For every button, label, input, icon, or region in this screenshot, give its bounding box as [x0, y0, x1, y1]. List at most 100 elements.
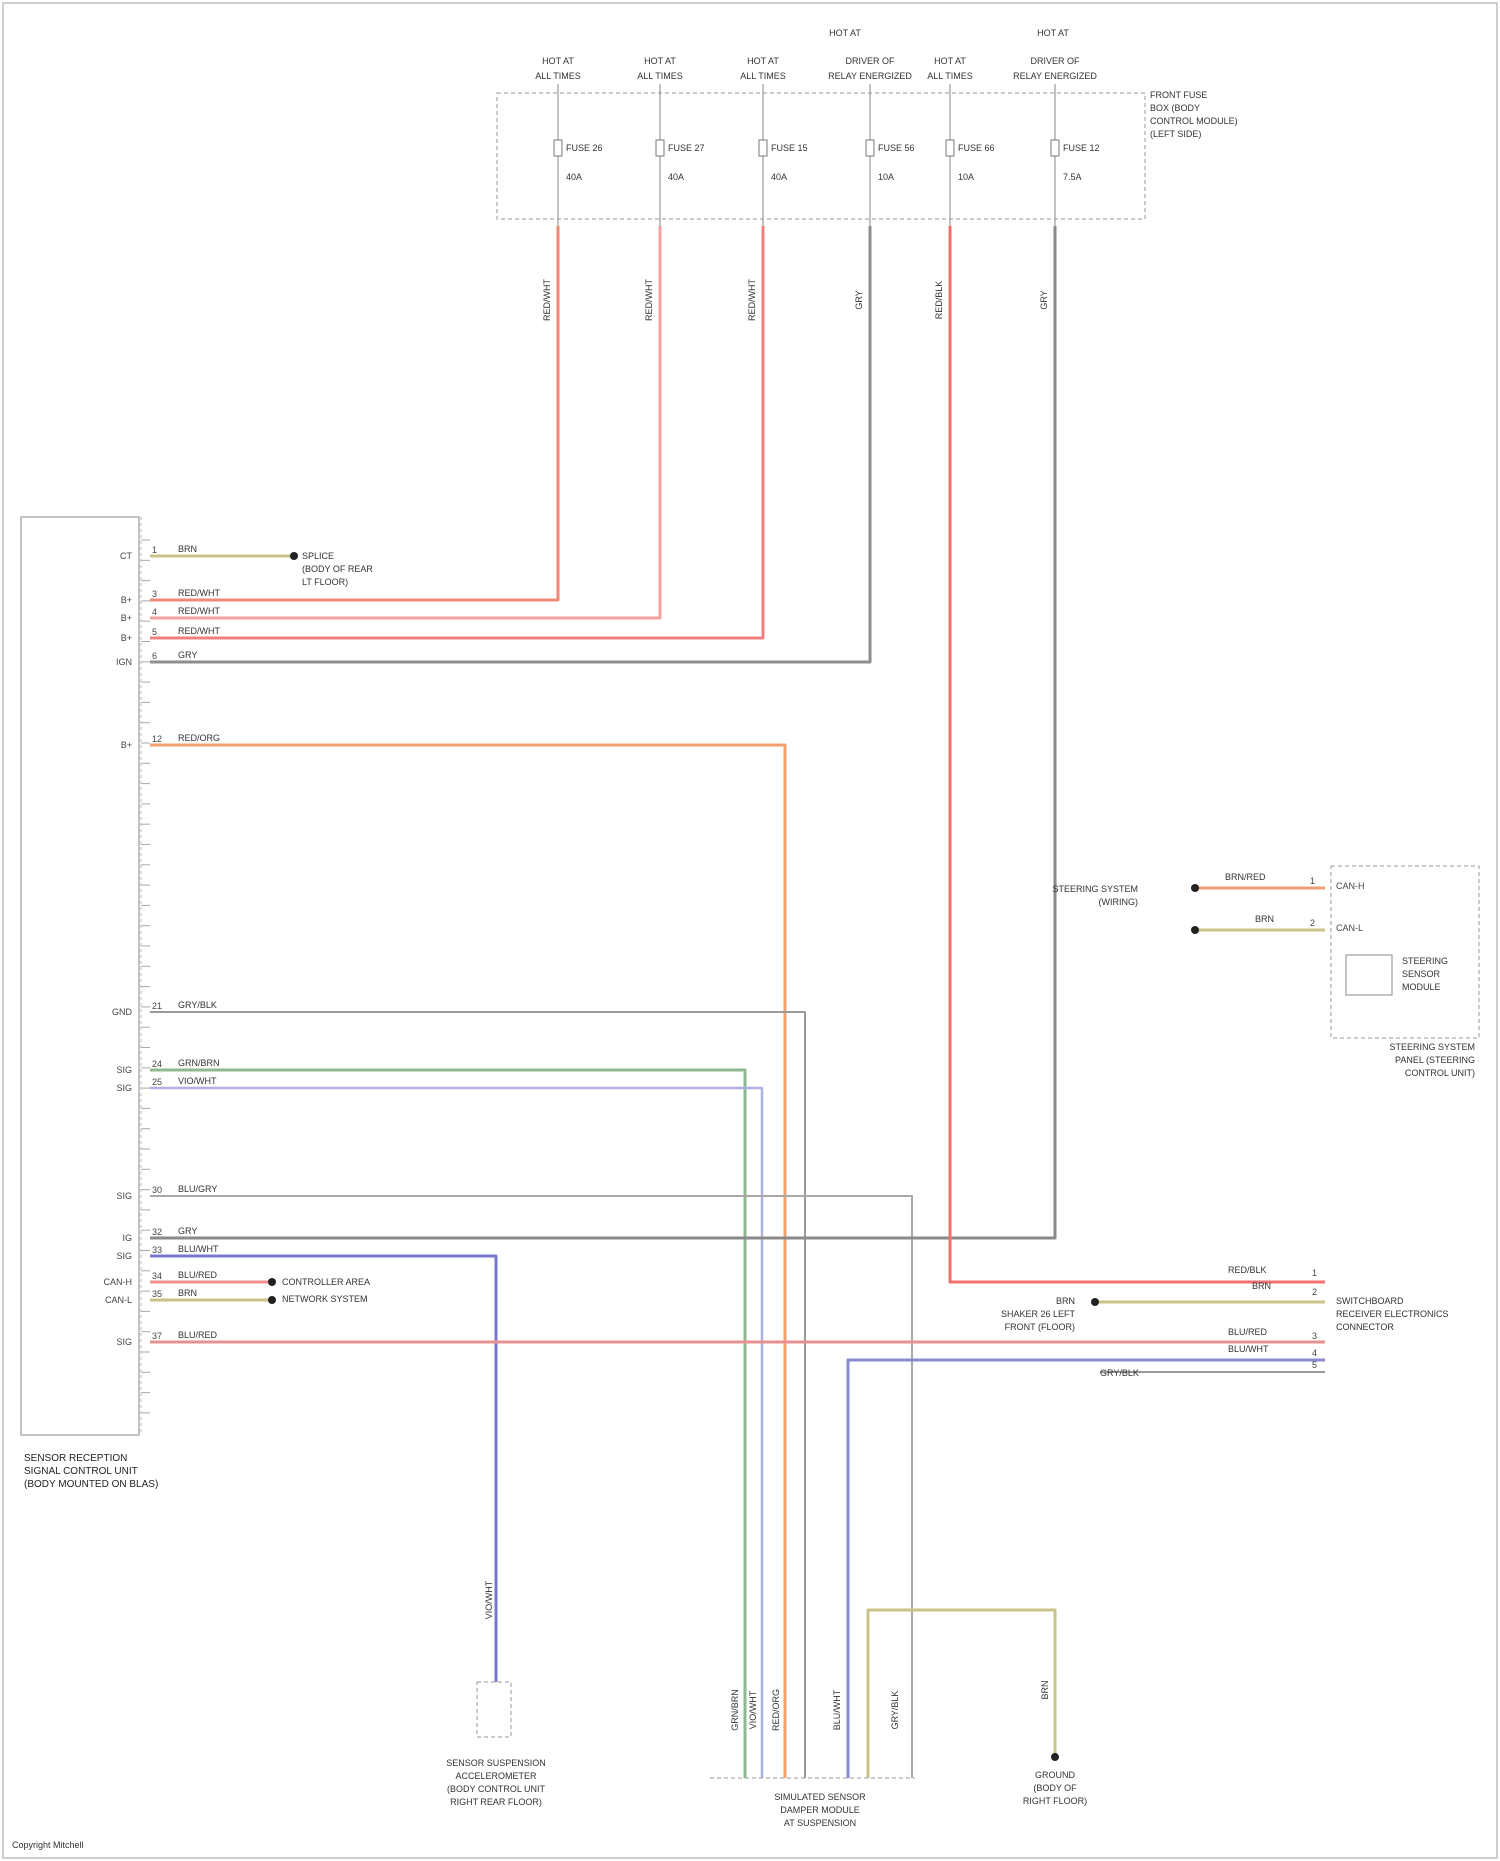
svg-text:SIGNAL CONTROL UNIT: SIGNAL CONTROL UNIT [24, 1466, 138, 1477]
fuse-name: FUSE 12 [1063, 143, 1100, 153]
svg-text:GRY/BLK: GRY/BLK [1100, 1368, 1139, 1378]
fuse-rating: 40A [771, 172, 787, 182]
ecu-wire-label: GRY [178, 650, 197, 660]
splice-top-dot [290, 552, 298, 560]
svg-text:STEERING SYSTEM: STEERING SYSTEM [1052, 884, 1138, 894]
steer-dot-2 [1191, 926, 1199, 934]
right-splice-label: BRN SHAKER 26 LEFT FRONT (FLOOR) [1001, 1296, 1076, 1332]
fuse-name: FUSE 66 [958, 143, 995, 153]
fuse-top-label-2: ALL TIMES [927, 71, 973, 81]
steering-sensor-chip [1346, 955, 1392, 995]
wire-fuse-12 [150, 226, 1055, 1238]
fuse-element [554, 140, 562, 156]
svg-text:DAMPER MODULE: DAMPER MODULE [780, 1805, 860, 1815]
fuse-rating: 7.5A [1063, 172, 1082, 182]
ecu-pin-side: SIG [116, 1083, 132, 1093]
fuse-element [946, 140, 954, 156]
ecu-pin-side: SIG [116, 1251, 132, 1261]
fuse-rating: 10A [878, 172, 894, 182]
fuse-columns: HOT ATALL TIMESFUSE 2640ARED/WHTHOT ATAL… [535, 56, 1099, 321]
fuse-wire-label: GRY [854, 290, 864, 309]
svg-text:1: 1 [1312, 1268, 1317, 1278]
ecu-pin-number: 1 [152, 545, 157, 555]
ground-dot [1051, 1753, 1059, 1761]
svg-text:STEERING SYSTEM: STEERING SYSTEM [1389, 1042, 1475, 1052]
svg-text:2: 2 [1310, 918, 1315, 928]
svg-text:ACCELEROMETER: ACCELEROMETER [455, 1771, 537, 1781]
fuse-top-label-2: RELAY ENERGIZED [1013, 71, 1097, 81]
ecu-wire-label: RED/WHT [178, 606, 220, 616]
svg-text:FRONT FUSE: FRONT FUSE [1150, 90, 1207, 100]
damper-module-label: SIMULATED SENSOR DAMPER MODULE AT SUSPEN… [774, 1792, 866, 1828]
svg-text:CONTROL MODULE): CONTROL MODULE) [1150, 116, 1238, 126]
ecu-wire-label: VIO/WHT [178, 1076, 217, 1086]
fuse-top-label-2: ALL TIMES [740, 71, 786, 81]
copyright-footer: Copyright Mitchell [12, 1840, 84, 1850]
bottom-wire-label: RED/ORG [771, 1689, 781, 1731]
ecu-pin-side: IGN [116, 657, 132, 667]
wire-red-org [150, 745, 785, 1778]
ecu-pin-number: 30 [152, 1185, 162, 1195]
svg-text:(BODY OF: (BODY OF [1033, 1783, 1077, 1793]
svg-text:BRN: BRN [1056, 1296, 1075, 1306]
wire-fuse-66 [950, 226, 1325, 1282]
ecu-pin-side: SIG [116, 1337, 132, 1347]
svg-text:SENSOR RECEPTION: SENSOR RECEPTION [24, 1453, 127, 1464]
svg-text:STEERING: STEERING [1402, 956, 1448, 966]
svg-text:BOX (BODY: BOX (BODY [1150, 103, 1200, 113]
ecu-pin-side: B+ [121, 613, 132, 623]
ecu-wire-label: GRY [178, 1226, 197, 1236]
svg-text:NETWORK SYSTEM: NETWORK SYSTEM [282, 1294, 368, 1304]
ecu-pin-number: 34 [152, 1271, 162, 1281]
fuse-top-label: HOT AT [644, 56, 676, 66]
wire-blu-wht [150, 1256, 496, 1682]
svg-text:AT SUSPENSION: AT SUSPENSION [784, 1818, 856, 1828]
fuse-wire-label: GRY [1039, 290, 1049, 309]
fuse-top-label-2: ALL TIMES [637, 71, 683, 81]
ecu-wire-label: RED/WHT [178, 626, 220, 636]
svg-text:2: 2 [1312, 1287, 1317, 1297]
fuse-group-label-1: HOT AT [829, 28, 861, 38]
ecu-wire-label: RED/ORG [178, 733, 220, 743]
svg-text:CONTROLLER AREA: CONTROLLER AREA [282, 1277, 370, 1287]
fuse-wire-label: RED/BLK [934, 281, 944, 320]
steering-sensor-label: STEERING SENSOR MODULE [1402, 956, 1448, 992]
svg-text:GROUND: GROUND [1035, 1770, 1075, 1780]
fuse-element [866, 140, 874, 156]
ecu-pin-number: 32 [152, 1227, 162, 1237]
svg-text:BLU/RED: BLU/RED [1228, 1327, 1268, 1337]
steering-system-label: STEERING SYSTEM (WIRING) [1052, 884, 1138, 907]
splice-top-label: SPLICE (BODY OF REAR LT FLOOR) [302, 551, 373, 587]
ecu-pin-number: 21 [152, 1001, 162, 1011]
ecu-wire-label: GRN/BRN [178, 1058, 220, 1068]
ecu-wire-label: GRY/BLK [178, 1000, 217, 1010]
ecu-pin-side: B+ [121, 595, 132, 605]
ecu-pin-side: B+ [121, 633, 132, 643]
fuse-box [497, 93, 1145, 219]
can-network-label: CONTROLLER AREA NETWORK SYSTEM [282, 1277, 370, 1304]
wire-gry-blk [150, 1012, 805, 1778]
fuse-rating: 40A [566, 172, 582, 182]
fuse-top-label: DRIVER OF [1030, 56, 1080, 66]
fuse-wire-label: RED/WHT [644, 279, 654, 321]
ecu-pin-number: 35 [152, 1289, 162, 1299]
svg-text:SENSOR SUSPENSION: SENSOR SUSPENSION [446, 1758, 546, 1768]
svg-text:RED/BLK: RED/BLK [1228, 1265, 1267, 1275]
svg-text:RECEIVER ELECTRONICS: RECEIVER ELECTRONICS [1336, 1309, 1449, 1319]
fuse-top-label: HOT AT [747, 56, 779, 66]
svg-text:RIGHT FLOOR): RIGHT FLOOR) [1023, 1796, 1087, 1806]
ecu-pin-side: CAN-H [104, 1277, 133, 1287]
ecu-wire-label: RED/WHT [178, 588, 220, 598]
accelerometer-sensor [477, 1682, 511, 1737]
wire-grn-brn [150, 1070, 745, 1778]
ecu-wire-label: BLU/GRY [178, 1184, 217, 1194]
svg-text:(BODY MOUNTED ON BLAS): (BODY MOUNTED ON BLAS) [24, 1479, 158, 1490]
ecu-pin-number: 24 [152, 1059, 162, 1069]
ecu-pin-number: 37 [152, 1331, 162, 1341]
steering-control-unit [1331, 866, 1479, 1038]
steer-wire-labels: BRN/RED BRN 1 2 CAN-H CAN-L [1225, 872, 1365, 933]
